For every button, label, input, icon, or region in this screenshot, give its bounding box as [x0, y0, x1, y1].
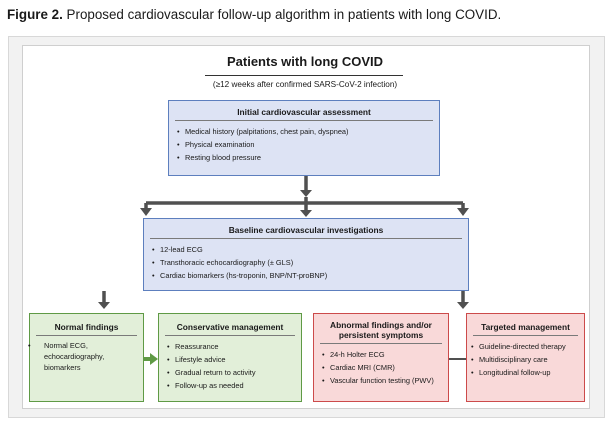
targeted-item: Guideline-directed therapy — [471, 340, 584, 353]
abnormal-item: 24-h Holter ECG — [322, 348, 448, 361]
arrow-initial-head — [300, 190, 312, 197]
diagram-subtitle: (≥12 weeks after confirmed SARS-CoV-2 in… — [212, 80, 398, 89]
normal-findings-box: Normal findings Normal ECG, echocardiogr… — [29, 313, 144, 402]
title-underline — [205, 75, 403, 76]
abnormal-item: Vascular function testing (PWV) — [322, 374, 448, 387]
arrow-to-conservative-head — [150, 353, 158, 365]
normal-item: Normal ECG, echocardiography, biomarkers — [36, 340, 139, 373]
targeted-divider — [473, 335, 578, 336]
initial-item: Resting blood pressure — [177, 151, 439, 164]
normal-list: Normal ECG, echocardiography, biomarkers — [30, 340, 143, 373]
initial-assessment-box: Initial cardiovascular assessment Medica… — [168, 100, 440, 176]
targeted-item: Longitudinal follow-up — [471, 366, 584, 379]
diagram-title: Patients with long COVID — [226, 54, 383, 69]
targeted-management-box: Targeted management Guideline-directed t… — [466, 313, 585, 402]
arrow-right-head — [457, 208, 469, 216]
baseline-item: Cardiac biomarkers (hs-troponin, BNP/NT-… — [152, 269, 468, 282]
initial-divider — [175, 120, 433, 121]
baseline-item: Transthoracic echocardiography (± GLS) — [152, 256, 468, 269]
baseline-divider — [150, 238, 462, 239]
baseline-list: 12-lead ECG Transthoracic echocardiograp… — [144, 243, 468, 282]
abnormal-item: Cardiac MRI (CMR) — [322, 361, 448, 374]
initial-item: Physical examination — [177, 138, 439, 151]
conservative-title: Conservative management — [176, 322, 284, 332]
targeted-item: Multidisciplinary care — [471, 353, 584, 366]
targeted-title: Targeted management — [481, 322, 570, 332]
abnormal-divider — [320, 343, 442, 344]
figure-caption-text: Proposed cardiovascular follow-up algori… — [66, 7, 502, 22]
arrow-to-normal-head — [98, 302, 110, 309]
abnormal-list: 24-h Holter ECG Cardiac MRI (CMR) Vascul… — [314, 348, 448, 387]
abnormal-title-line1: Abnormal findings and/or — [330, 320, 432, 330]
conservative-item: Follow-up as needed — [167, 379, 301, 392]
initial-item: Medical history (palpitations, chest pai… — [177, 125, 439, 138]
abnormal-findings-box: Abnormal findings and/or persistent symp… — [313, 313, 449, 402]
baseline-title: Baseline cardiovascular investigations — [228, 225, 384, 235]
figure-label: Figure 2. — [7, 7, 63, 22]
conservative-management-box: Conservative management Reassurance Life… — [158, 313, 302, 402]
targeted-list: Guideline-directed therapy Multidiscipli… — [467, 340, 584, 379]
conservative-item: Gradual return to activity — [167, 366, 301, 379]
initial-assessment-title: Initial cardiovascular assessment — [237, 107, 371, 117]
baseline-investigations-box: Baseline cardiovascular investigations 1… — [143, 218, 469, 291]
arrow-center-head — [300, 210, 312, 217]
initial-list: Medical history (palpitations, chest pai… — [169, 125, 439, 164]
conservative-divider — [165, 335, 295, 336]
figure-caption: Figure 2. Proposed cardiovascular follow… — [7, 7, 501, 22]
normal-findings-title: Normal findings — [54, 322, 119, 332]
arrow-to-abnormal-head — [457, 302, 469, 309]
baseline-item: 12-lead ECG — [152, 243, 468, 256]
conservative-item: Reassurance — [167, 340, 301, 353]
arrow-left-head — [140, 208, 152, 216]
conservative-item: Lifestyle advice — [167, 353, 301, 366]
conservative-list: Reassurance Lifestyle advice Gradual ret… — [159, 340, 301, 392]
normal-divider — [36, 335, 137, 336]
abnormal-title-line2: persistent symptoms — [338, 330, 424, 340]
